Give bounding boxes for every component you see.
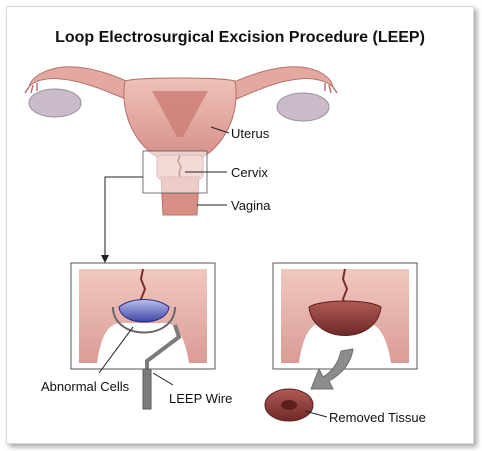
removed-tissue-leader — [304, 410, 328, 418]
left-fimbriae — [24, 83, 38, 94]
label-removed-tissue: Removed Tissue — [329, 410, 426, 425]
diagram-title: Loop Electrosurgical Excision Procedure … — [55, 29, 425, 46]
uterine-cavity — [152, 91, 208, 137]
diagram-card: Loop Electrosurgical Excision Procedure … — [6, 6, 474, 444]
right-panel — [272, 262, 418, 370]
label-uterus: Uterus — [231, 126, 270, 141]
right-ovary — [276, 92, 330, 122]
label-leep-wire: LEEP Wire — [169, 391, 232, 406]
left-ovary — [28, 88, 82, 118]
abnormal-cells-region — [118, 299, 170, 323]
uterus-anatomy — [24, 66, 338, 216]
leep-loop — [112, 306, 176, 334]
label-vagina: Vagina — [231, 198, 271, 213]
right-fimbriae — [324, 83, 338, 94]
left-panel — [70, 262, 216, 377]
uterus-leader — [210, 126, 230, 134]
removal-arrow — [310, 348, 354, 390]
excision-cone — [308, 300, 382, 336]
diagram-canvas: Uterus Cervix Vagina Abnormal Cells LEEP… — [24, 66, 426, 425]
label-cervix: Cervix — [231, 165, 268, 180]
abnormal-cells-leader — [98, 326, 134, 374]
label-abnormal-cells: Abnormal Cells — [41, 379, 130, 394]
zoom-connector-arrow — [101, 176, 143, 263]
leep-wire-leader — [152, 372, 174, 386]
removed-tissue-center — [281, 400, 297, 410]
leep-wire-handle — [142, 368, 152, 410]
